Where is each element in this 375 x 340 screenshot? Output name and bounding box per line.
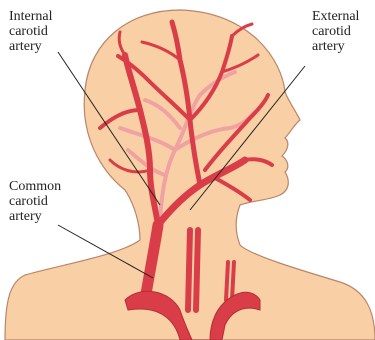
label-line: carotid bbox=[9, 24, 53, 39]
label-line: artery bbox=[312, 39, 359, 54]
label-line: Internal bbox=[9, 9, 53, 24]
label-line: Common bbox=[9, 179, 61, 194]
label-line: carotid bbox=[312, 24, 359, 39]
label-line: artery bbox=[9, 39, 53, 54]
label-internal-carotid-artery: Internal carotid artery bbox=[9, 9, 53, 54]
label-line: carotid bbox=[9, 194, 61, 209]
label-line: External bbox=[312, 9, 359, 24]
label-line: artery bbox=[9, 209, 61, 224]
label-common-carotid-artery: Common carotid artery bbox=[9, 179, 61, 224]
label-external-carotid-artery: External carotid artery bbox=[312, 9, 359, 54]
